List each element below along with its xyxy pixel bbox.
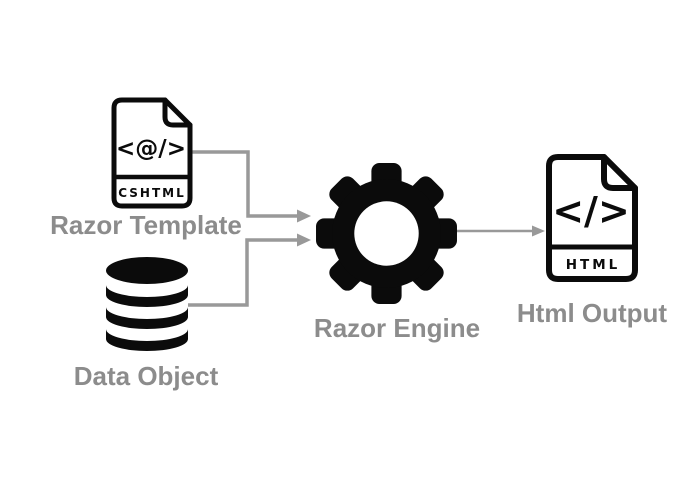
data-object-node xyxy=(103,257,191,353)
razor-template-label: Razor Template xyxy=(50,210,242,240)
html-badge-text: HTML xyxy=(566,257,621,273)
cshtml-badge-text: CSHTML xyxy=(118,186,186,200)
arrowhead-template-to-engine-icon xyxy=(297,209,311,223)
database-icon xyxy=(106,257,188,351)
cshtml-file-icon: <@/> CSHTML xyxy=(111,97,193,209)
connector-template-to-engine xyxy=(192,150,298,218)
razor-engine-node xyxy=(314,161,459,306)
cshtml-glyph-text: <@/> xyxy=(116,136,186,162)
razor-template-node: <@/> CSHTML xyxy=(110,97,194,209)
html-output-label: Html Output xyxy=(516,298,668,328)
gear-icon xyxy=(316,163,457,304)
razor-engine-label: Razor Engine xyxy=(313,313,481,343)
arrowhead-engine-to-output-icon xyxy=(532,225,545,237)
html-output-node: </> HTML xyxy=(545,153,639,283)
connector-data-to-engine xyxy=(188,238,298,307)
html-glyph-text: </> xyxy=(552,189,630,233)
html-file-icon: </> HTML xyxy=(546,154,638,282)
data-object-label: Data Object xyxy=(73,361,219,391)
arrowhead-data-to-engine-icon xyxy=(297,233,311,247)
